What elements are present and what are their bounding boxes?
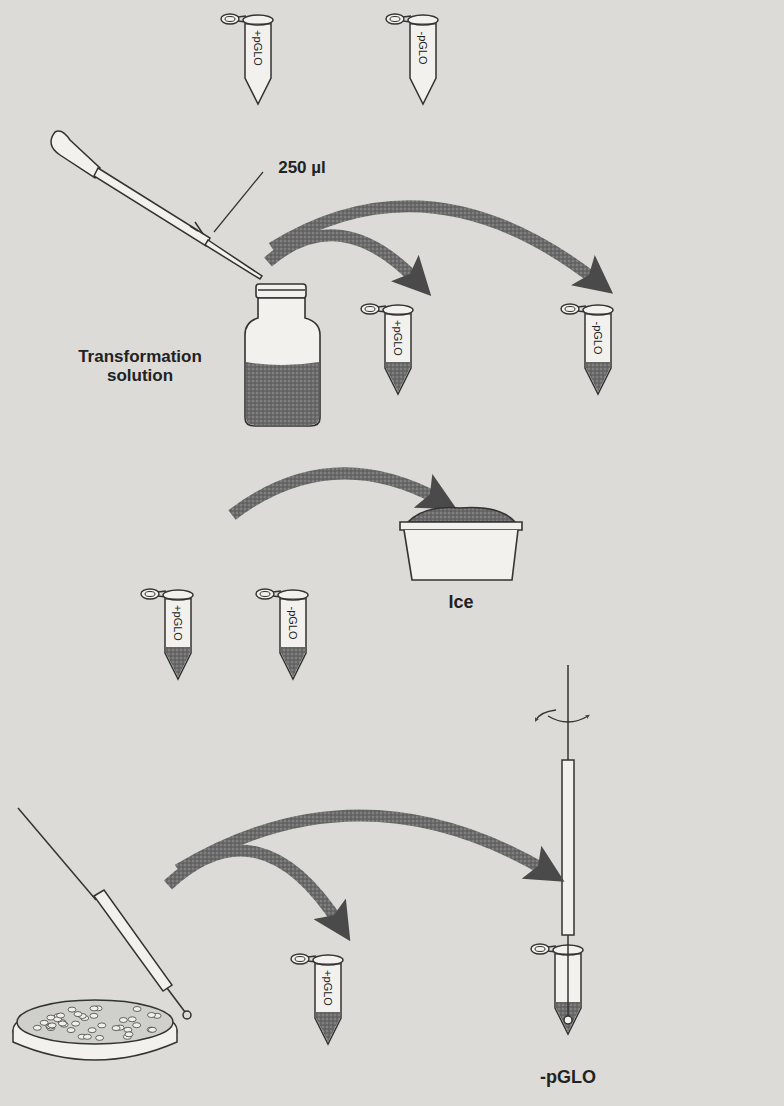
ice-label: Ice — [448, 593, 473, 613]
colony — [148, 1013, 156, 1018]
colony — [90, 1013, 98, 1018]
colony — [83, 1034, 91, 1039]
tube-label: +pGLO — [172, 605, 184, 641]
volume-label: 250 µl — [278, 159, 326, 178]
colony — [119, 1018, 127, 1023]
tube-label: -pGLO — [417, 31, 429, 64]
colony — [88, 1028, 96, 1033]
colony — [33, 1025, 41, 1030]
colony — [68, 1007, 76, 1012]
colony — [125, 1032, 133, 1037]
tube-label: -pGLO — [592, 321, 604, 354]
colony — [90, 1006, 98, 1011]
colony — [67, 1028, 75, 1033]
reagent-label: Transformation solution — [55, 348, 225, 385]
colony — [96, 1035, 104, 1040]
colony — [57, 1013, 65, 1018]
colony — [133, 1023, 141, 1028]
tube-label: -pGLO — [287, 606, 299, 639]
tube-label: +pGLO — [252, 30, 264, 66]
tube-label: -pGLO — [540, 1068, 596, 1088]
tube-label: +pGLO — [322, 970, 334, 1006]
colony — [128, 1017, 136, 1022]
colony — [59, 1021, 67, 1026]
tube-label: +pGLO — [392, 320, 404, 356]
colony — [72, 1021, 80, 1026]
colony — [98, 1023, 106, 1028]
colony — [133, 1007, 141, 1012]
colony — [148, 1027, 156, 1032]
colony — [112, 1026, 120, 1031]
colony — [74, 1012, 82, 1017]
colony — [48, 1023, 56, 1028]
